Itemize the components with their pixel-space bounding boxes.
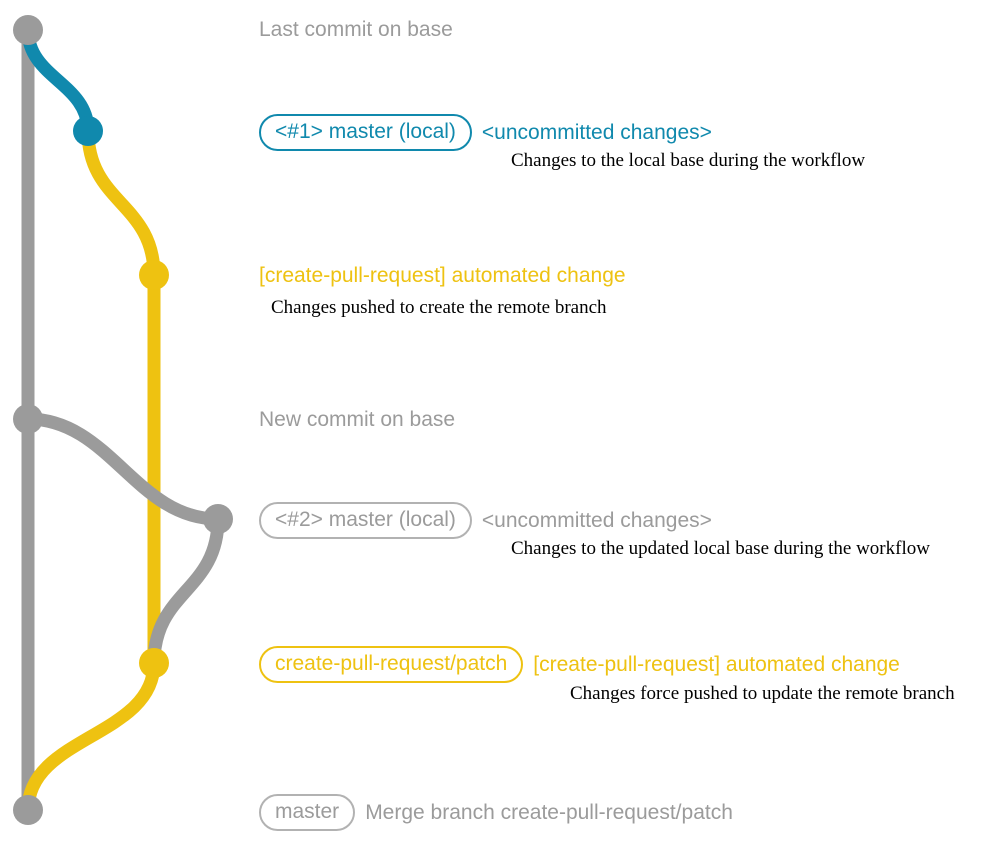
push-to-remote-line [81,124,161,282]
commit-row-automated-change-2: create-pull-request/patch [create-pull-r… [259,646,900,684]
commit-row-new-commit-on-base: New commit on base [259,408,455,431]
commit-row-local-2: <#2> master (local) <uncommitted changes… [259,502,712,540]
commit-row-last-commit-on-base: Last commit on base [259,18,453,41]
node-last-commit-on-base[interactable] [13,15,43,45]
branch-chip-local-1[interactable]: <#1> master (local) [259,114,472,152]
node-local-2[interactable] [203,504,233,534]
commit-headline: <uncommitted changes> [481,121,712,144]
commit-row-automated-change-1: [create-pull-request] automated change [259,264,626,287]
commit-description-automated-change-2: Changes force pushed to update the remot… [570,683,955,704]
commit-headline: <uncommitted changes> [481,509,712,532]
commit-row-local-1: <#1> master (local) <uncommitted changes… [259,114,712,152]
branch-chip-remote[interactable]: create-pull-request/patch [259,646,524,684]
commit-description-local-2: Changes to the updated local base during… [511,538,930,559]
local-branch-blue-line [21,23,95,138]
commit-headline: Merge branch create-pull-request/patch [365,801,733,824]
node-automated-change-1[interactable] [139,260,169,290]
node-new-commit-on-base[interactable] [13,404,43,434]
branch-chip-master[interactable]: master [259,794,356,832]
commit-headline: [create-pull-request] automated change [533,653,900,676]
commit-headline: Last commit on base [259,18,453,41]
local-branch-gray-line [21,412,225,526]
node-automated-change-2[interactable] [139,648,169,678]
node-local-1[interactable] [73,116,103,146]
merge-into-master-line [21,656,161,817]
force-push-line [147,512,225,670]
commit-headline: New commit on base [259,408,456,431]
commit-row-merge-commit: master Merge branch create-pull-request/… [259,794,733,832]
commit-headline: [create-pull-request] automated change [259,264,626,287]
node-merge-commit[interactable] [13,795,43,825]
branch-chip-local-2[interactable]: <#2> master (local) [259,502,472,540]
commit-description-automated-change-1: Changes pushed to create the remote bran… [271,297,607,318]
commit-description-local-1: Changes to the local base during the wor… [511,150,866,171]
